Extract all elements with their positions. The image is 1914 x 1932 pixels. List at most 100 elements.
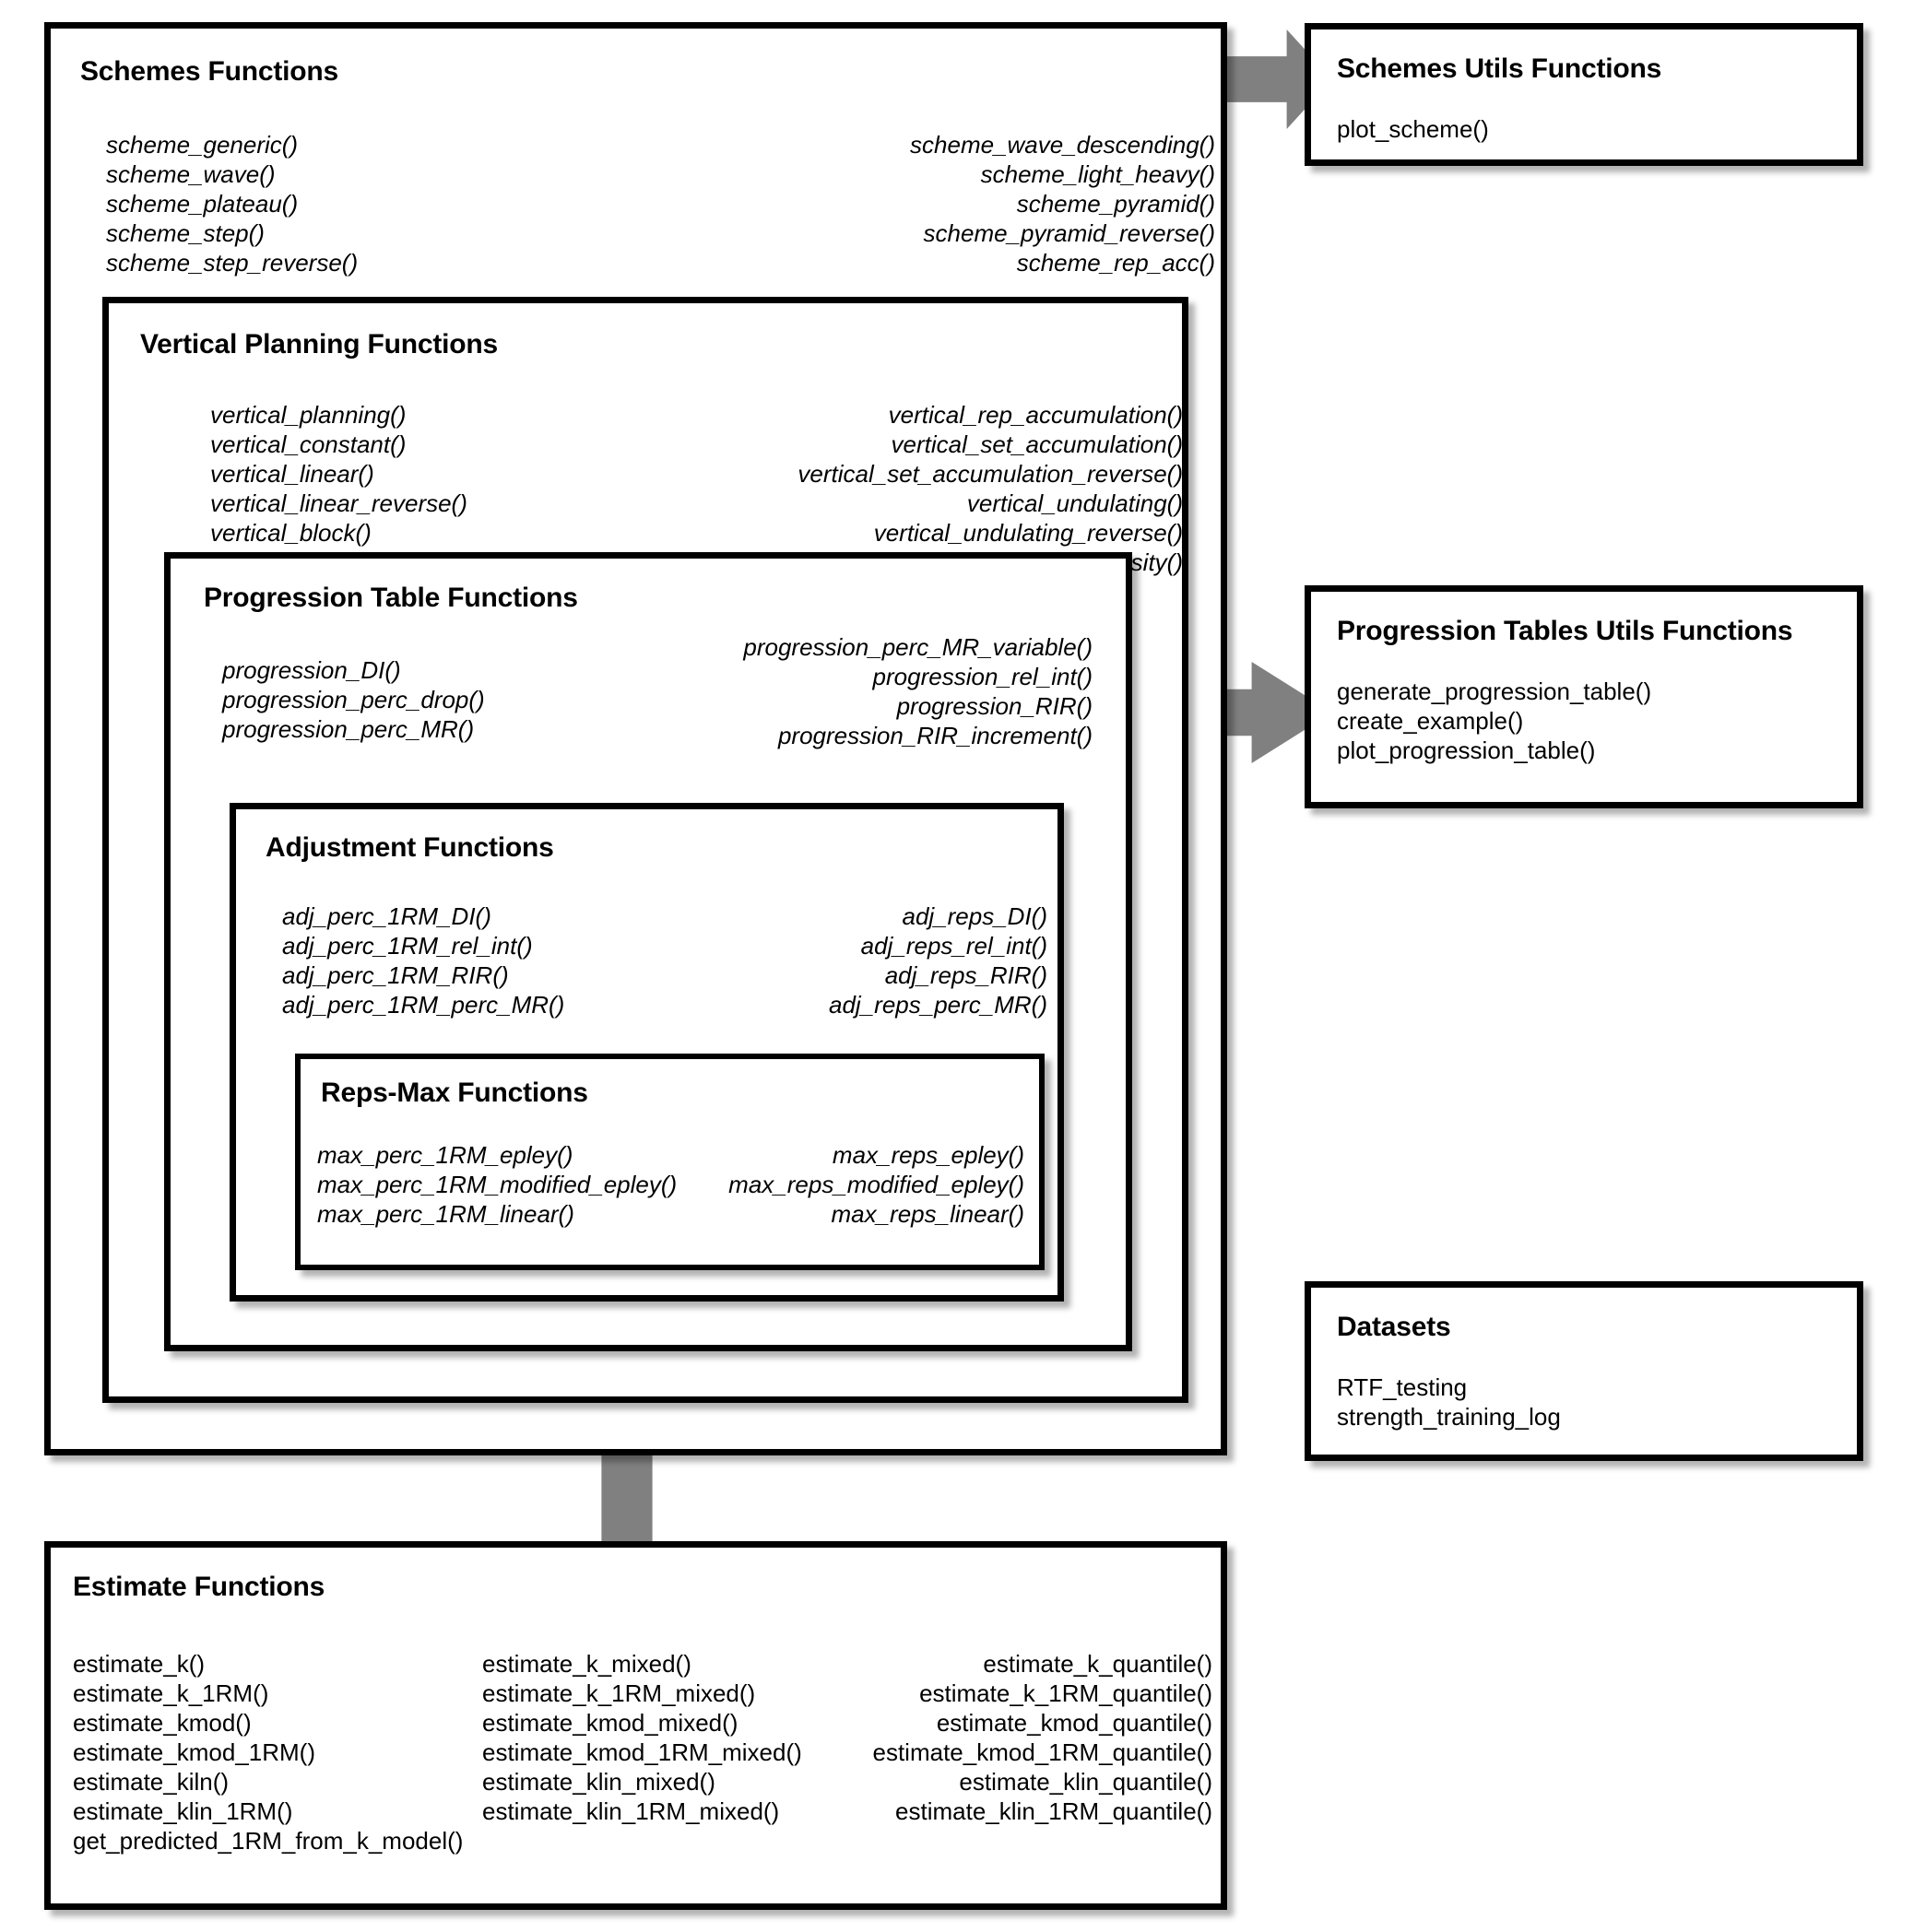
function-name: estimate_k_mixed() — [482, 1650, 691, 1678]
function-name: adj_perc_1RM_DI() — [282, 902, 491, 930]
function-name: vertical_linear_reverse() — [210, 489, 467, 517]
function-name: scheme_plateau() — [106, 190, 299, 218]
progression-table-functions-box: Progression Table Functions progression_… — [164, 552, 1132, 1351]
function-name: scheme_light_heavy() — [980, 160, 1215, 188]
dataset-name: strength_training_log — [1337, 1403, 1561, 1431]
function-name: estimate_kmod_mixed() — [482, 1709, 738, 1737]
datasets-list: RTF_testing strength_training_log — [1337, 1372, 1561, 1431]
vertical-planning-left-column: vertical_planning() vertical_constant() … — [210, 400, 467, 577]
function-name: estimate_k_1RM_mixed() — [482, 1679, 756, 1707]
function-name: create_example() — [1337, 707, 1524, 735]
estimate-middle-column: estimate_k_mixed() estimate_k_1RM_mixed(… — [482, 1649, 802, 1826]
function-name: vertical_rep_accumulation() — [888, 401, 1183, 429]
adjustment-functions-box: Adjustment Functions adj_perc_1RM_DI() a… — [230, 803, 1064, 1302]
function-name: get_predicted_1RM_from_k_model() — [73, 1827, 464, 1855]
function-name: progression_rel_int() — [872, 663, 1093, 690]
function-name: plot_progression_table() — [1337, 736, 1596, 764]
vertical-planning-functions-title: Vertical Planning Functions — [140, 329, 498, 359]
function-name: progression_RIR_increment() — [777, 722, 1093, 749]
function-name: vertical_planning() — [210, 401, 407, 429]
function-name: progression_RIR() — [896, 692, 1093, 720]
schemes-utils-functions-list: plot_scheme() — [1337, 114, 1489, 144]
reps-max-functions-title: Reps-Max Functions — [321, 1078, 588, 1108]
function-name: max_reps_linear() — [831, 1200, 1024, 1228]
function-name: progression_perc_MR_variable() — [743, 633, 1093, 661]
function-name: adj_reps_RIR() — [884, 961, 1047, 989]
function-name: estimate_k_quantile() — [983, 1650, 1212, 1678]
function-name: vertical_undulating_reverse() — [873, 519, 1183, 547]
function-name: vertical_constant() — [210, 430, 407, 458]
function-name: estimate_k() — [73, 1650, 206, 1678]
function-name: estimate_k_1RM() — [73, 1679, 269, 1707]
schemes-functions-box: Schemes Functions scheme_generic() schem… — [44, 22, 1227, 1455]
function-name: max_perc_1RM_modified_epley() — [317, 1171, 678, 1198]
reps-max-left-column: max_perc_1RM_epley() max_perc_1RM_modifi… — [317, 1140, 677, 1229]
function-name: adj_reps_DI() — [902, 902, 1047, 930]
function-name: max_perc_1RM_epley() — [317, 1141, 573, 1169]
function-name: estimate_klin_1RM_mixed() — [482, 1797, 780, 1825]
function-name: estimate_klin_mixed() — [482, 1768, 715, 1796]
function-name: scheme_wave() — [106, 160, 276, 188]
progression-tables-utils-functions-box: Progression Tables Utils Functions gener… — [1305, 585, 1863, 808]
function-name: estimate_k_1RM_quantile() — [919, 1679, 1212, 1707]
function-name: estimate_kmod_1RM_quantile() — [872, 1738, 1212, 1766]
function-name: progression_DI() — [222, 656, 401, 684]
function-name: estimate_klin_1RM_quantile() — [895, 1797, 1212, 1825]
function-name: progression_perc_drop() — [222, 686, 485, 713]
function-name: vertical_block() — [210, 519, 372, 547]
function-name: generate_progression_table() — [1337, 677, 1652, 705]
function-name: scheme_pyramid() — [1016, 190, 1215, 218]
vertical-planning-functions-box: Vertical Planning Functions vertical_pla… — [102, 297, 1188, 1403]
estimate-functions-title: Estimate Functions — [73, 1572, 325, 1602]
function-name: estimate_kmod_1RM() — [73, 1738, 315, 1766]
reps-max-functions-box: Reps-Max Functions max_perc_1RM_epley() … — [295, 1054, 1045, 1270]
schemes-utils-functions-box: Schemes Utils Functions plot_scheme() — [1305, 23, 1863, 166]
function-name: estimate_kmod() — [73, 1709, 252, 1737]
function-name: scheme_pyramid_reverse() — [923, 219, 1215, 247]
function-name: estimate_klin_quantile() — [959, 1768, 1212, 1796]
dataset-name: RTF_testing — [1337, 1373, 1468, 1401]
estimate-right-column: estimate_k_quantile() estimate_k_1RM_qua… — [844, 1649, 1212, 1826]
function-name: max_reps_epley() — [832, 1141, 1024, 1169]
estimate-functions-box: Estimate Functions estimate_k() estimate… — [44, 1541, 1227, 1910]
function-name: vertical_set_accumulation() — [891, 430, 1183, 458]
function-name: estimate_kmod_1RM_mixed() — [482, 1738, 802, 1766]
function-name: adj_perc_1RM_perc_MR() — [282, 991, 565, 1019]
adjustment-functions-title: Adjustment Functions — [266, 832, 554, 863]
function-name: scheme_step_reverse() — [106, 249, 359, 277]
function-name: scheme_rep_acc() — [1016, 249, 1215, 277]
progression-tables-utils-functions-list: generate_progression_table() create_exam… — [1337, 677, 1651, 765]
function-name: vertical_set_accumulation_reverse() — [798, 460, 1183, 488]
function-name: adj_reps_rel_int() — [860, 932, 1047, 960]
function-name: scheme_wave_descending() — [910, 131, 1215, 159]
datasets-box: Datasets RTF_testing strength_training_l… — [1305, 1281, 1863, 1461]
function-name: estimate_kiln() — [73, 1768, 230, 1796]
function-name: adj_perc_1RM_RIR() — [282, 961, 509, 989]
progression-table-left-column: progression_DI() progression_perc_drop()… — [222, 655, 485, 744]
function-name: estimate_klin_1RM() — [73, 1797, 293, 1825]
function-name: scheme_generic() — [106, 131, 299, 159]
progression-table-functions-title: Progression Table Functions — [204, 583, 578, 613]
datasets-title: Datasets — [1337, 1312, 1451, 1342]
estimate-left-column: estimate_k() estimate_k_1RM() estimate_k… — [73, 1649, 463, 1855]
function-name: plot_scheme() — [1337, 115, 1489, 143]
function-name: vertical_undulating() — [966, 489, 1183, 517]
function-name: max_perc_1RM_linear() — [317, 1200, 574, 1228]
function-name: scheme_step() — [106, 219, 265, 247]
schemes-utils-functions-title: Schemes Utils Functions — [1337, 53, 1662, 84]
adjustment-left-column: adj_perc_1RM_DI() adj_perc_1RM_rel_int()… — [282, 901, 564, 1019]
progression-table-right-column: progression_perc_MR_variable() progressi… — [521, 632, 1093, 750]
schemes-functions-title: Schemes Functions — [80, 56, 339, 87]
function-name: adj_reps_perc_MR() — [829, 991, 1047, 1019]
vertical-planning-right-column: vertical_rep_accumulation() vertical_set… — [607, 400, 1183, 577]
progression-tables-utils-functions-title: Progression Tables Utils Functions — [1337, 616, 1793, 646]
function-name: estimate_kmod_quantile() — [936, 1709, 1212, 1737]
function-name: max_reps_modified_epley() — [728, 1171, 1024, 1198]
schemes-functions-right-column: scheme_wave_descending() scheme_light_he… — [641, 130, 1215, 277]
function-name: adj_perc_1RM_rel_int() — [282, 932, 533, 960]
reps-max-right-column: max_reps_epley() max_reps_modified_epley… — [614, 1140, 1024, 1229]
schemes-functions-left-column: scheme_generic() scheme_wave() scheme_pl… — [106, 130, 358, 277]
adjustment-right-column: adj_reps_DI() adj_reps_rel_int() adj_rep… — [559, 901, 1047, 1019]
function-name: vertical_linear() — [210, 460, 374, 488]
function-name: progression_perc_MR() — [222, 715, 475, 743]
